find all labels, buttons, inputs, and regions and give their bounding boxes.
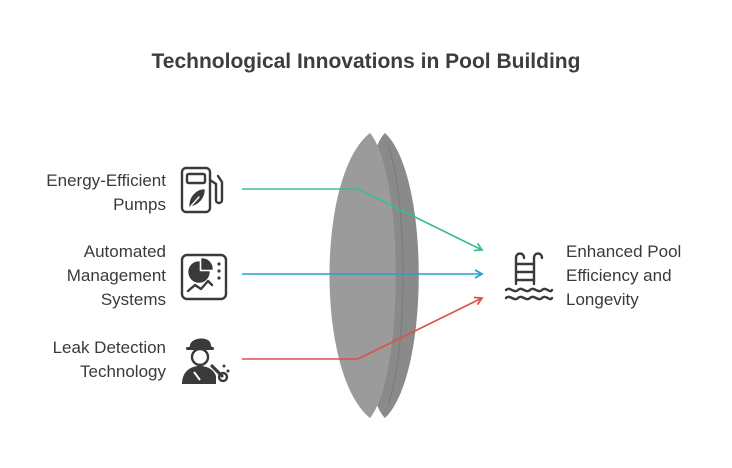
- monitor-chart-icon: [180, 253, 228, 301]
- input-label-energy-efficient-pumps: Energy-Efficient Pumps: [46, 171, 166, 214]
- arrow-leak-detection-technology: [242, 296, 484, 360]
- pool-ladder-icon: [504, 252, 554, 301]
- plumber-wrench-icon: [182, 338, 230, 384]
- lens-shape: [329, 133, 419, 418]
- output-label-enhanced-pool-efficiency: Enhanced Pool Efficiency and Longevity: [566, 242, 682, 309]
- arrow-energy-efficient-pumps: [242, 188, 484, 252]
- input-label-automated-management-systems: Automated Management Systems: [66, 242, 166, 309]
- input-label-leak-detection-technology: Leak Detection Technology: [52, 338, 166, 381]
- fuel-pump-leaf-icon: [180, 166, 224, 214]
- diagram-title: Technological Innovations in Pool Buildi…: [151, 50, 581, 73]
